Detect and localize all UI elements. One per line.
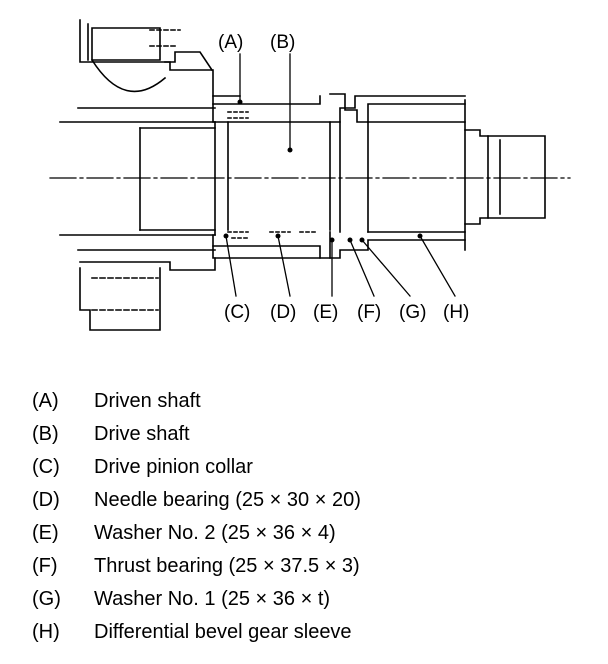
- legend-key: (H): [32, 621, 60, 643]
- legend-text: Needle bearing (25 × 30 × 20): [94, 489, 361, 511]
- callout-f: (F): [357, 302, 381, 323]
- legend-text: Driven shaft: [94, 390, 201, 412]
- legend-key: (F): [32, 555, 58, 577]
- legend-text: Drive shaft: [94, 423, 190, 445]
- legend-key: (C): [32, 456, 60, 478]
- callout-a: (A): [218, 32, 243, 53]
- callout-c: (C): [224, 302, 250, 323]
- legend-key: (A): [32, 390, 59, 412]
- housing-outline: [59, 121, 216, 236]
- legend-row: (B) Drive shaft: [32, 418, 361, 451]
- legend-row: (E) Washer No. 2 (25 × 36 × 4): [32, 517, 361, 550]
- gear-sleeve-outline: [367, 121, 466, 233]
- callout-g: (G): [399, 302, 426, 323]
- legend-row: (C) Drive pinion collar: [32, 451, 361, 484]
- legend-row: (D) Needle bearing (25 × 30 × 20): [32, 484, 361, 517]
- legend-row: (A) Driven shaft: [32, 385, 361, 418]
- legend-text: Drive pinion collar: [94, 456, 253, 478]
- callout-h: (H): [443, 302, 469, 323]
- legend-text: Washer No. 1 (25 × 36 × t): [94, 588, 331, 610]
- callout-d: (D): [270, 302, 296, 323]
- callout-b: (B): [270, 32, 295, 53]
- legend-text: Differential bevel gear sleeve: [94, 621, 352, 643]
- legend-text: Thrust bearing (25 × 37.5 × 3): [94, 555, 360, 577]
- legend-row: (H) Differential bevel gear sleeve: [32, 616, 361, 649]
- leader-line-c: [225, 235, 237, 297]
- legend-row: (G) Washer No. 1 (25 × 36 × t): [32, 583, 361, 616]
- legend-key: (E): [32, 522, 59, 544]
- legend-text: Washer No. 2 (25 × 36 × 4): [94, 522, 336, 544]
- leader-line-h: [419, 235, 456, 297]
- parts-legend: (A) Driven shaft (B) Drive shaft (C) Dri…: [32, 385, 361, 649]
- legend-key: (B): [32, 423, 59, 445]
- lower-gear-housing: [79, 267, 161, 331]
- leader-line-g: [361, 239, 411, 297]
- legend-key: (G): [32, 588, 61, 610]
- legend-key: (D): [32, 489, 60, 511]
- callout-e: (E): [313, 302, 338, 323]
- legend-row: (F) Thrust bearing (25 × 37.5 × 3): [32, 550, 361, 583]
- leader-line-d: [277, 235, 291, 297]
- leader-line-f: [349, 239, 375, 297]
- cross-section-diagram: (A) (B) (C) (D) (E) (F) (G) (H): [49, 19, 571, 331]
